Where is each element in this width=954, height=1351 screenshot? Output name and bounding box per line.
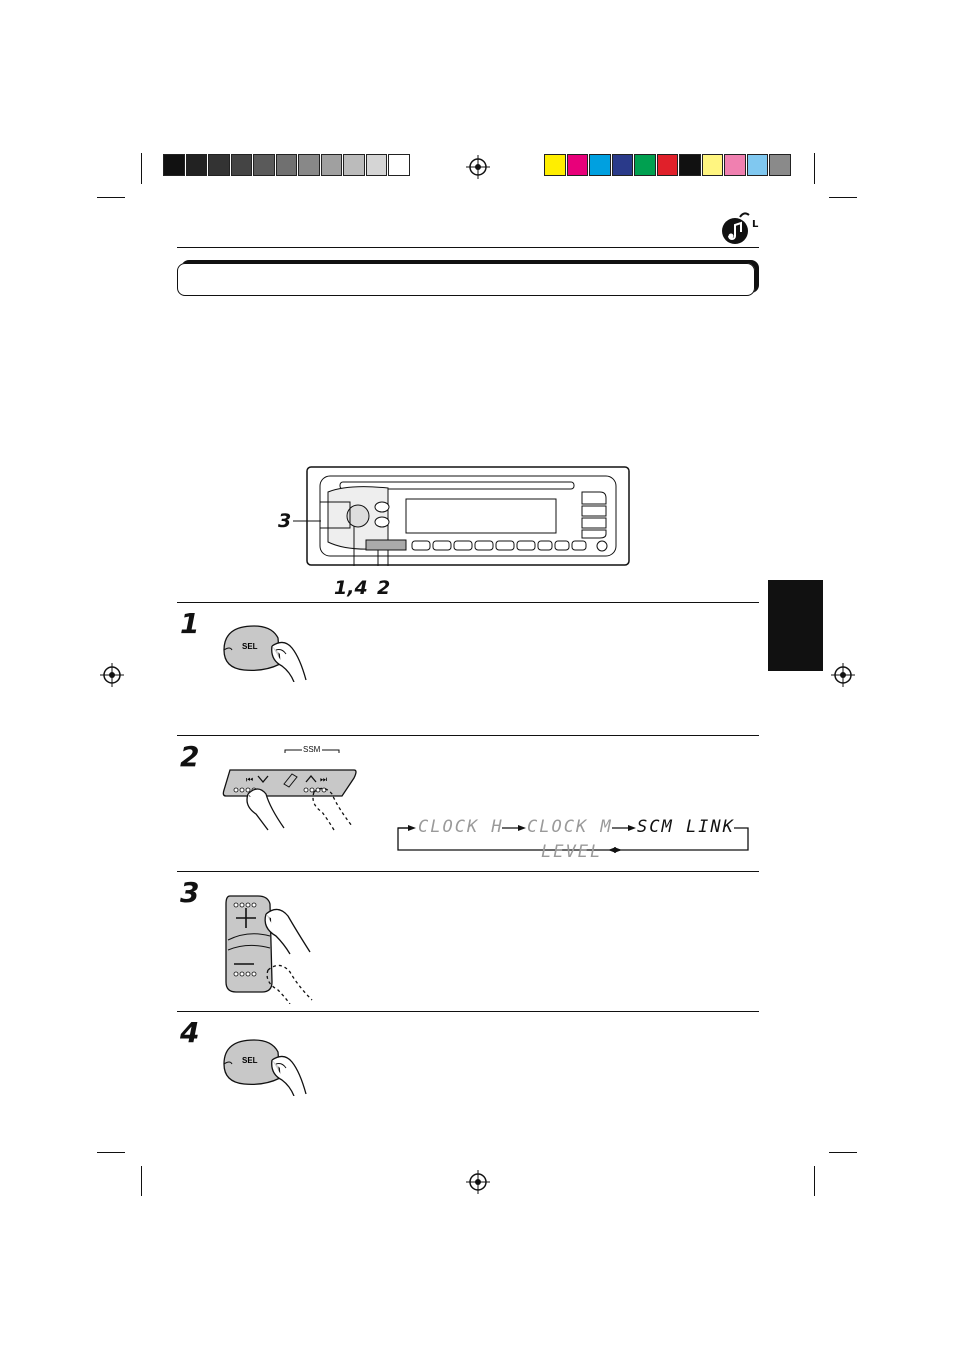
ssm-bracket bbox=[284, 749, 340, 753]
svg-text:L: L bbox=[752, 219, 759, 230]
color-swatch bbox=[701, 154, 723, 176]
sel-button-label: SEL bbox=[242, 642, 258, 651]
gray-swatch bbox=[320, 154, 342, 176]
step-separator bbox=[177, 1011, 759, 1012]
menu-cycle-arrows bbox=[397, 825, 749, 853]
section-title-box bbox=[177, 263, 755, 296]
gray-swatch bbox=[253, 154, 275, 176]
crop-mark bbox=[141, 153, 142, 184]
color-swatch bbox=[769, 154, 791, 176]
crop-mark bbox=[97, 197, 125, 198]
step-number-4: 4 bbox=[180, 1016, 200, 1049]
step-separator bbox=[177, 871, 759, 872]
menu-item-scm-link: SCM LINK bbox=[637, 817, 735, 837]
grayscale-registration-bar bbox=[163, 154, 411, 176]
gray-swatch bbox=[163, 154, 185, 176]
step-number-3: 3 bbox=[180, 876, 200, 909]
registration-mark-icon bbox=[831, 663, 855, 687]
registration-mark-icon bbox=[100, 663, 124, 687]
color-registration-bar bbox=[544, 154, 792, 176]
color-swatch bbox=[566, 154, 588, 176]
gray-swatch bbox=[275, 154, 297, 176]
crop-mark bbox=[829, 1152, 857, 1153]
sel-button-press-illustration-2: SEL bbox=[223, 1039, 307, 1096]
crop-mark bbox=[814, 153, 815, 184]
sel-button-press-illustration: SEL bbox=[223, 625, 307, 682]
music-note-icon: L bbox=[722, 212, 759, 244]
crop-mark bbox=[829, 197, 857, 198]
color-swatch bbox=[656, 154, 678, 176]
crop-mark bbox=[814, 1166, 815, 1196]
gray-swatch bbox=[230, 154, 252, 176]
level-plus-minus-illustration bbox=[225, 895, 313, 1004]
step-separator bbox=[177, 602, 759, 603]
registration-mark-icon bbox=[466, 155, 490, 179]
step-number-1: 1 bbox=[180, 607, 200, 640]
gray-swatch bbox=[208, 154, 230, 176]
svg-text:⏮: ⏮ bbox=[246, 775, 253, 784]
color-swatch bbox=[746, 154, 768, 176]
ssm-label: SSM bbox=[303, 745, 321, 754]
color-swatch bbox=[724, 154, 746, 176]
ssm-buttons-illustration: ⏮ ⏭ bbox=[222, 769, 357, 831]
color-swatch bbox=[679, 154, 701, 176]
callout-step-1-4: 1,4 bbox=[334, 577, 368, 599]
sel-button-label-2: SEL bbox=[242, 1056, 258, 1065]
header-rule bbox=[177, 247, 759, 248]
callout-leader-3 bbox=[293, 520, 321, 522]
color-swatch bbox=[544, 154, 566, 176]
callout-step-2: 2 bbox=[377, 577, 391, 599]
svg-text:⏭: ⏭ bbox=[320, 775, 327, 784]
registration-mark-icon bbox=[466, 1170, 490, 1194]
color-swatch bbox=[634, 154, 656, 176]
menu-item-level: LEVEL bbox=[541, 842, 603, 862]
callout-step-3: 3 bbox=[278, 510, 292, 532]
color-swatch bbox=[589, 154, 611, 176]
menu-item-clock-hour: CLOCK H bbox=[418, 817, 504, 837]
gray-swatch bbox=[185, 154, 207, 176]
gray-swatch bbox=[388, 154, 410, 176]
crop-mark bbox=[97, 1152, 125, 1153]
gray-swatch bbox=[343, 154, 365, 176]
color-swatch bbox=[611, 154, 633, 176]
gray-swatch bbox=[298, 154, 320, 176]
menu-item-clock-minute: CLOCK M bbox=[527, 817, 613, 837]
section-thumb-tab bbox=[768, 580, 823, 671]
crop-mark bbox=[141, 1166, 142, 1196]
gray-swatch bbox=[365, 154, 387, 176]
step-number-2: 2 bbox=[180, 740, 200, 773]
stereo-front-panel-diagram bbox=[306, 466, 630, 566]
step-separator bbox=[177, 735, 759, 736]
